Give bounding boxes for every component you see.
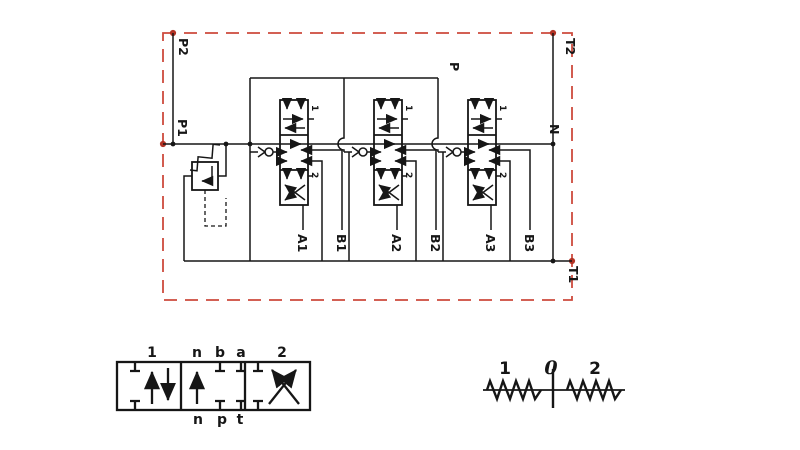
blocked-port-symbol — [236, 363, 246, 373]
relief-pilot-dashed-line — [204, 190, 227, 227]
legend-top-label-b: b — [215, 345, 225, 361]
cross-flow-arrow — [271, 369, 300, 405]
cross-flow-arrow — [284, 184, 306, 201]
label-p2: P2 — [176, 38, 191, 56]
position-1-label: 1 — [403, 105, 413, 111]
check-valve-seat — [351, 146, 361, 158]
port-labels: P2 P1 T2 N T1 P — [175, 38, 581, 283]
label-b2: B2 — [428, 234, 443, 252]
section3-feed-drop — [431, 78, 439, 152]
cross-flow-arrow — [472, 184, 494, 201]
section2-return-line — [402, 160, 417, 261]
section1-return-line — [308, 160, 323, 261]
relief-valve-box — [191, 161, 219, 191]
position-2-label: 2 — [309, 172, 319, 178]
relief-flow-arrow — [201, 166, 214, 187]
legend-top-label-n: n — [192, 345, 202, 361]
pressure-relief-valve — [183, 143, 227, 261]
check-valve-seat — [445, 146, 455, 158]
boundary-dashed-rect — [162, 32, 573, 301]
valve-section-1: 1 2 A1 B1 — [249, 78, 349, 261]
lever-position-0-label: 0 — [544, 357, 557, 379]
blocked-port-symbol — [215, 399, 225, 409]
cross-flow-arrow — [378, 184, 400, 201]
legend-outer-box — [115, 360, 312, 412]
relief-inlet-line — [218, 144, 227, 177]
check-valve-seat — [257, 146, 267, 158]
label-t1: T1 — [566, 266, 581, 283]
b1-work-line — [308, 149, 343, 230]
b2-work-line — [402, 149, 437, 230]
label-p1: P1 — [175, 119, 190, 137]
valve-body-boundary — [159, 29, 576, 301]
junction-dot — [170, 141, 176, 147]
position-2-label: 2 — [403, 172, 413, 178]
label-a2: A2 — [389, 234, 404, 252]
valve-section-2: 1 2 A2 B2 — [337, 78, 443, 261]
legend-top-label-a: a — [236, 345, 245, 361]
legend-bottom-label-n: n — [193, 412, 203, 428]
label-b1: B1 — [334, 234, 349, 252]
label-b3: B3 — [522, 234, 537, 252]
legend-bottom-label-t: t — [237, 412, 244, 428]
position-2-label: 2 — [497, 172, 507, 178]
label-t2: T2 — [563, 38, 578, 55]
b3-work-line — [496, 149, 531, 230]
label-p-rail: P — [447, 62, 462, 71]
legend-spool-diagram: 1 n b a 2 n p t — [115, 345, 312, 428]
blocked-port-symbol — [215, 363, 225, 373]
junction-dot — [550, 141, 556, 147]
section2-feed-drop — [337, 78, 345, 152]
blocked-port-symbol — [130, 399, 140, 409]
label-a3: A3 — [483, 234, 498, 252]
blocked-port-symbol — [130, 363, 140, 373]
lever-position-2-label: 2 — [589, 359, 601, 379]
left-spring-icon — [485, 377, 542, 403]
blocked-port-symbol — [253, 399, 263, 409]
legend-lever-springs: 1 0 2 — [483, 357, 625, 408]
junction-dot — [550, 258, 556, 264]
lever-position-1-label: 1 — [499, 359, 511, 379]
label-n: N — [547, 124, 562, 134]
blocked-port-symbol — [253, 363, 263, 373]
legend-top-label-1: 1 — [147, 345, 157, 361]
section3-return-line — [496, 160, 511, 261]
right-spring-icon — [565, 377, 622, 403]
position-1-label: 1 — [309, 105, 319, 111]
blocked-port-symbol — [236, 399, 246, 409]
label-a1: A1 — [295, 234, 310, 252]
relief-spring-icon — [189, 143, 221, 172]
valve-section-3: 1 2 A3 B3 — [431, 78, 537, 261]
legend-top-label-2: 2 — [277, 345, 287, 361]
legend-bottom-label-p: p — [217, 412, 227, 428]
cross-flow-arrow — [268, 369, 297, 405]
relief-outlet-line — [183, 175, 192, 261]
position-1-label: 1 — [497, 105, 507, 111]
